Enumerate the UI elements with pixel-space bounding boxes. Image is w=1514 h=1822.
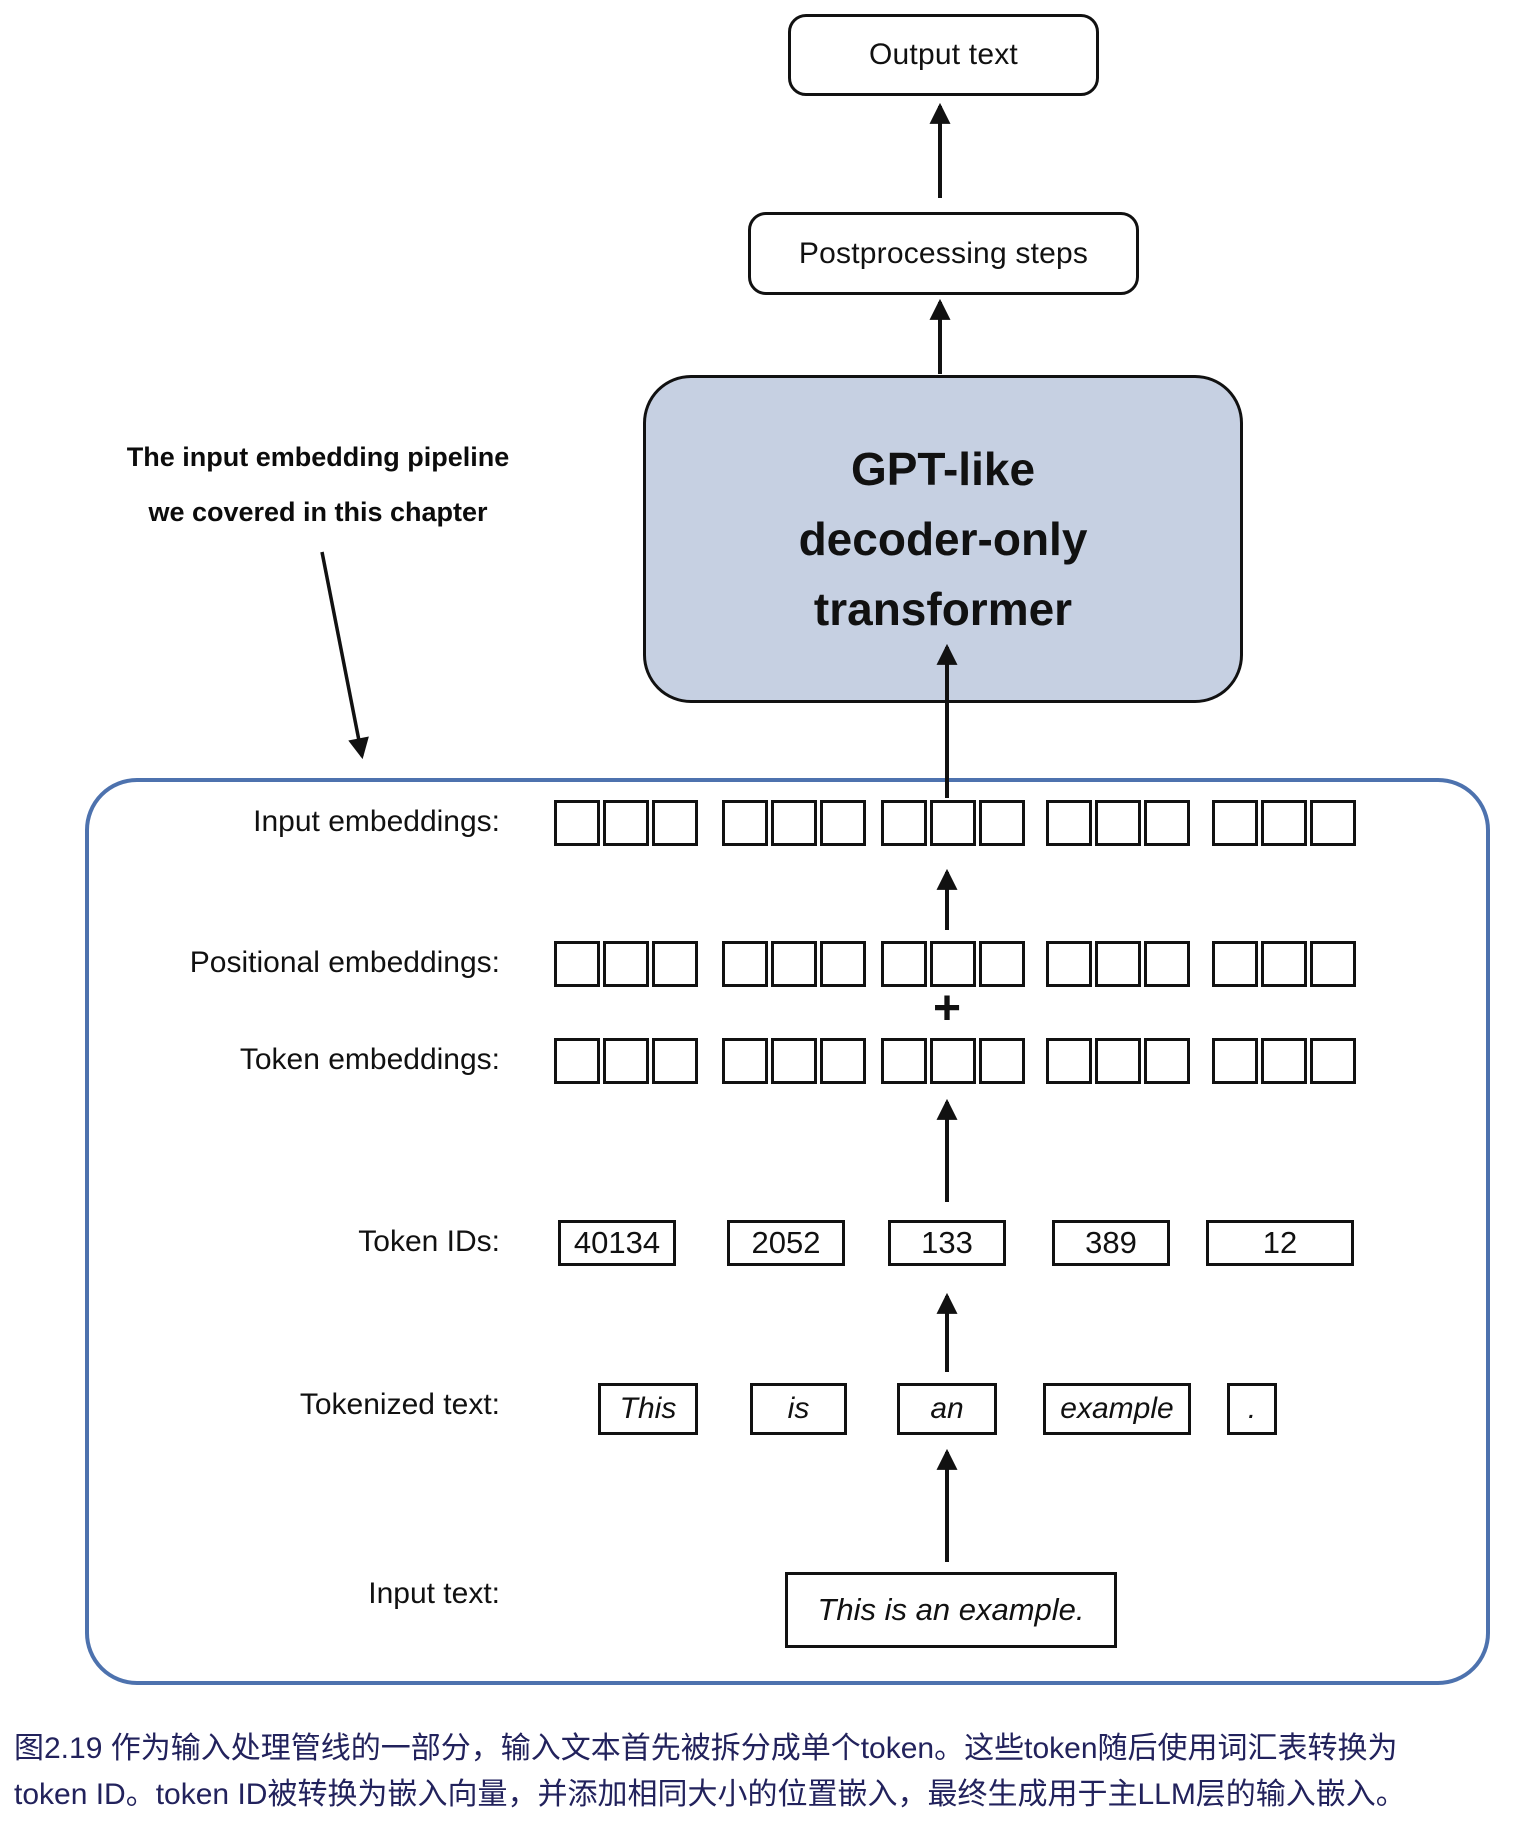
embedding-vector-group [554, 1038, 698, 1084]
embedding-cell [652, 941, 698, 987]
input-embeddings-row [0, 800, 1514, 846]
embedding-cell [1310, 941, 1356, 987]
embedding-cell [771, 1038, 817, 1084]
token-id-box: 2052 [727, 1220, 845, 1266]
embedding-vector-group [1046, 1038, 1190, 1084]
embedding-vector-group [554, 800, 698, 846]
input-embeddings-label: Input embeddings: [253, 805, 500, 838]
embedding-cell [771, 941, 817, 987]
embedding-cell [1046, 800, 1092, 846]
embedding-vector-group [881, 941, 1025, 987]
embedding-cell [1046, 941, 1092, 987]
input-text-label: Input text: [368, 1577, 500, 1610]
gpt-box-line2: decoder-only [798, 513, 1088, 565]
embedding-cell [1095, 941, 1141, 987]
gpt-box-line1: GPT-like [850, 443, 1036, 495]
embedding-cell [1261, 800, 1307, 846]
token-box: an [897, 1383, 997, 1435]
embedding-cell [1261, 941, 1307, 987]
postprocessing-box: Postprocessing steps [748, 212, 1139, 295]
embedding-cell [1095, 1038, 1141, 1084]
positional-embeddings-row [0, 941, 1514, 987]
embedding-cell [979, 941, 1025, 987]
embedding-vector-group [554, 941, 698, 987]
embedding-cell [722, 1038, 768, 1084]
embedding-vector-group [881, 800, 1025, 846]
positional-embeddings-label: Positional embeddings: [189, 946, 500, 979]
embedding-cell [881, 1038, 927, 1084]
postprocessing-label: Postprocessing steps [798, 236, 1089, 270]
caption-line2: token ID。token ID被转换为嵌入向量，并添加相同大小的位置嵌入，最… [14, 1778, 1406, 1811]
embedding-cell [1046, 1038, 1092, 1084]
embedding-cell [554, 1038, 600, 1084]
token-box: This [598, 1383, 698, 1435]
annotation-line1: The input embedding pipeline [126, 442, 510, 472]
embedding-cell [1261, 1038, 1307, 1084]
annotation-note: The input embedding pipeline we covered … [83, 430, 553, 540]
token-embeddings-row [0, 1038, 1514, 1084]
token-box: example [1043, 1383, 1191, 1435]
gpt-box-line3: transformer [813, 583, 1073, 635]
embedding-cell [1144, 941, 1190, 987]
embedding-cell [722, 800, 768, 846]
annotation-line2: we covered in this chapter [148, 497, 488, 527]
embedding-vector-group [722, 1038, 866, 1084]
embedding-cell [554, 800, 600, 846]
embedding-cell [771, 800, 817, 846]
embedding-cell [1310, 1038, 1356, 1084]
embedding-cell [930, 941, 976, 987]
output-text-box: Output text [788, 14, 1099, 96]
embedding-cell [1310, 800, 1356, 846]
annotation-arrow [320, 551, 369, 760]
output-text-label: Output text [869, 38, 1018, 71]
embedding-cell [603, 941, 649, 987]
tokenized-text-label: Tokenized text: [299, 1388, 500, 1421]
token-ids-label: Token IDs: [358, 1225, 500, 1258]
token-id-box: 12 [1206, 1220, 1354, 1266]
embedding-vector-group [1046, 800, 1190, 846]
token-box: is [750, 1383, 847, 1435]
embedding-vector-group [1212, 1038, 1356, 1084]
token-box: . [1227, 1383, 1277, 1435]
embedding-vector-group [1212, 941, 1356, 987]
token-id-box: 40134 [558, 1220, 676, 1266]
embedding-cell [1144, 1038, 1190, 1084]
embedding-cell [1144, 800, 1190, 846]
embedding-vector-group [1046, 941, 1190, 987]
embedding-cell [652, 800, 698, 846]
caption-line1: 图2.19 作为输入处理管线的一部分，输入文本首先被拆分成单个token。这些t… [14, 1732, 1398, 1765]
plus-symbol: + [932, 981, 962, 1035]
embedding-cell [820, 800, 866, 846]
embedding-cell [979, 1038, 1025, 1084]
figure-caption: 图2.19 作为输入处理管线的一部分，输入文本首先被拆分成单个token。这些t… [14, 1726, 1508, 1818]
embedding-cell [881, 941, 927, 987]
embedding-cell [1212, 800, 1258, 846]
embedding-cell [930, 1038, 976, 1084]
embedding-cell [554, 941, 600, 987]
token-id-box: 389 [1052, 1220, 1170, 1266]
embedding-cell [1212, 941, 1258, 987]
embedding-cell [979, 800, 1025, 846]
embedding-vector-group [722, 800, 866, 846]
embedding-cell [603, 1038, 649, 1084]
embedding-cell [722, 941, 768, 987]
embedding-cell [1095, 800, 1141, 846]
embedding-cell [652, 1038, 698, 1084]
embedding-vector-group [881, 1038, 1025, 1084]
embedding-cell [1212, 1038, 1258, 1084]
embedding-vector-group [1212, 800, 1356, 846]
gpt-transformer-box: GPT-like decoder-only transformer [643, 375, 1243, 703]
token-id-box: 133 [888, 1220, 1006, 1266]
embedding-cell [930, 800, 976, 846]
embedding-cell [881, 800, 927, 846]
embedding-cell [820, 1038, 866, 1084]
token-embeddings-label: Token embeddings: [239, 1043, 500, 1076]
input-text-box: This is an example. [785, 1572, 1117, 1648]
embedding-cell [603, 800, 649, 846]
embedding-cell [820, 941, 866, 987]
embedding-vector-group [722, 941, 866, 987]
